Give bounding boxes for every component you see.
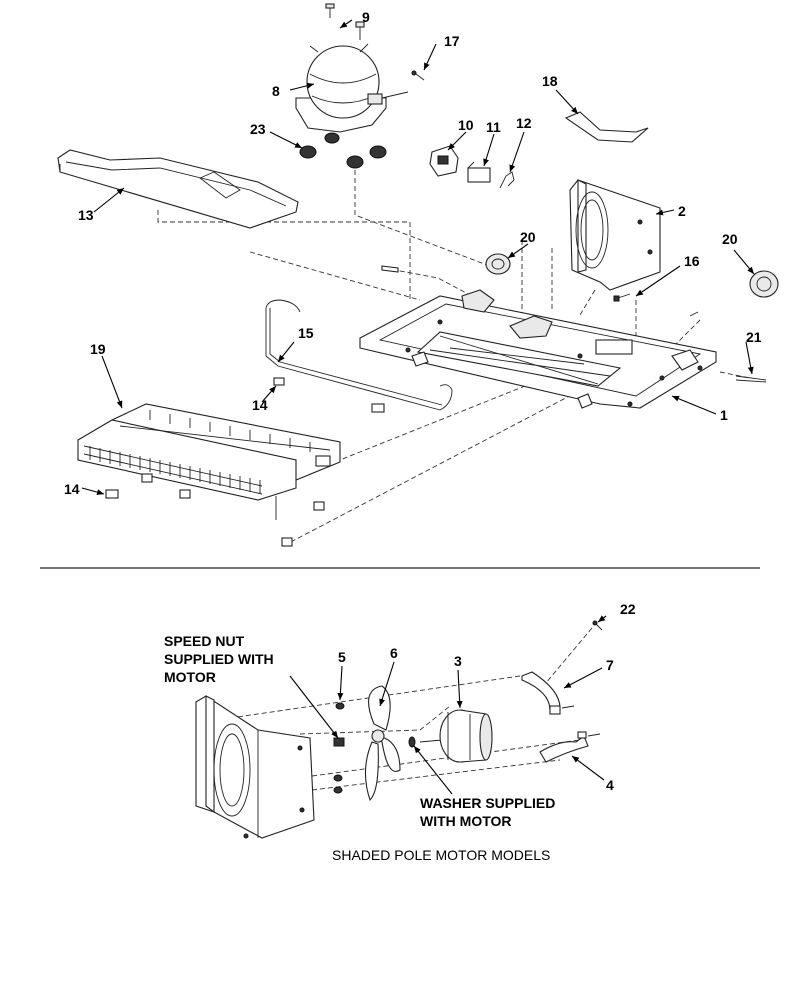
callout-21: 21	[746, 329, 762, 345]
screw-part-16	[613, 293, 699, 317]
relay-part-10	[429, 145, 459, 177]
bracket-part-4	[539, 731, 601, 763]
callout-7: 7	[606, 657, 614, 673]
callout-19: 19	[90, 341, 106, 357]
callout-1: 1	[720, 407, 728, 423]
evaporator-part-19	[77, 403, 341, 520]
drain-tube-part-15	[265, 299, 453, 413]
screw-part-17	[411, 70, 425, 81]
callout-17: 17	[444, 33, 460, 49]
callout-5: 5	[338, 649, 346, 665]
callout-9: 9	[362, 9, 370, 25]
callout-16: 16	[684, 253, 700, 269]
drain-pan-part-13	[57, 149, 299, 229]
fan-bracket-lower	[195, 695, 315, 839]
callout-23: 23	[250, 121, 266, 137]
washer-note-line-2: WITH MOTOR	[420, 813, 512, 829]
speed-nut-note: SPEED NUT SUPPLIED WITH MOTOR	[164, 633, 274, 685]
leader-lines-upper	[81, 19, 755, 496]
overload-part-11	[467, 161, 491, 183]
callout-14-upper: 14	[252, 397, 268, 413]
screw-part-9	[325, 3, 365, 40]
callout-13: 13	[78, 207, 94, 223]
speed-nut-note-line-1: SPEED NUT	[164, 633, 245, 649]
callout-6: 6	[390, 645, 398, 661]
pin-upper	[381, 265, 399, 273]
washer-note-line-1: WASHER SUPPLIED	[420, 795, 555, 811]
washer	[408, 736, 416, 748]
callout-12: 12	[516, 115, 532, 131]
diagram-caption: SHADED POLE MOTOR MODELS	[332, 847, 550, 863]
callout-4: 4	[606, 777, 614, 793]
callout-22: 22	[620, 601, 636, 617]
base-plate-part-1	[359, 289, 717, 409]
pin-part-21	[735, 375, 767, 383]
callout-8: 8	[272, 83, 280, 99]
compressor-part-8	[295, 43, 409, 133]
fan-bracket-part-2	[569, 179, 661, 291]
callout-10: 10	[458, 117, 474, 133]
grommets-part-23	[299, 132, 387, 169]
speed-nut-part-5	[333, 702, 345, 794]
callout-20-left: 20	[520, 229, 536, 245]
grommet-part-20-right	[749, 270, 779, 298]
callout-labels-upper: 9 17 8 18 23 10 11 12 13 2 20 20 16 15 2…	[64, 9, 762, 497]
callout-2: 2	[678, 203, 686, 219]
callout-20-right: 20	[722, 231, 738, 247]
screw-part-22	[592, 620, 603, 631]
callout-labels-lower: 22 5 6 3 7 4	[338, 601, 636, 793]
speed-nut-note-line-3: MOTOR	[164, 669, 216, 685]
leader-lines-lower	[289, 615, 607, 795]
motor-part-3	[419, 709, 493, 763]
bracket-part-7	[521, 671, 575, 715]
speed-nut-note-line-2: SUPPLIED WITH	[164, 651, 274, 667]
callout-18: 18	[542, 73, 558, 89]
callout-15: 15	[298, 325, 314, 341]
fan-blade-part-6	[364, 685, 401, 802]
callout-3: 3	[454, 653, 462, 669]
callout-14-lower: 14	[64, 481, 80, 497]
screws-part-14	[105, 377, 325, 547]
shroud-part-18	[564, 111, 649, 143]
callout-11: 11	[486, 119, 501, 135]
grommet-part-20-left	[485, 253, 511, 275]
clip-part-12	[499, 171, 515, 189]
washer-note: WASHER SUPPLIED WITH MOTOR	[420, 795, 555, 829]
